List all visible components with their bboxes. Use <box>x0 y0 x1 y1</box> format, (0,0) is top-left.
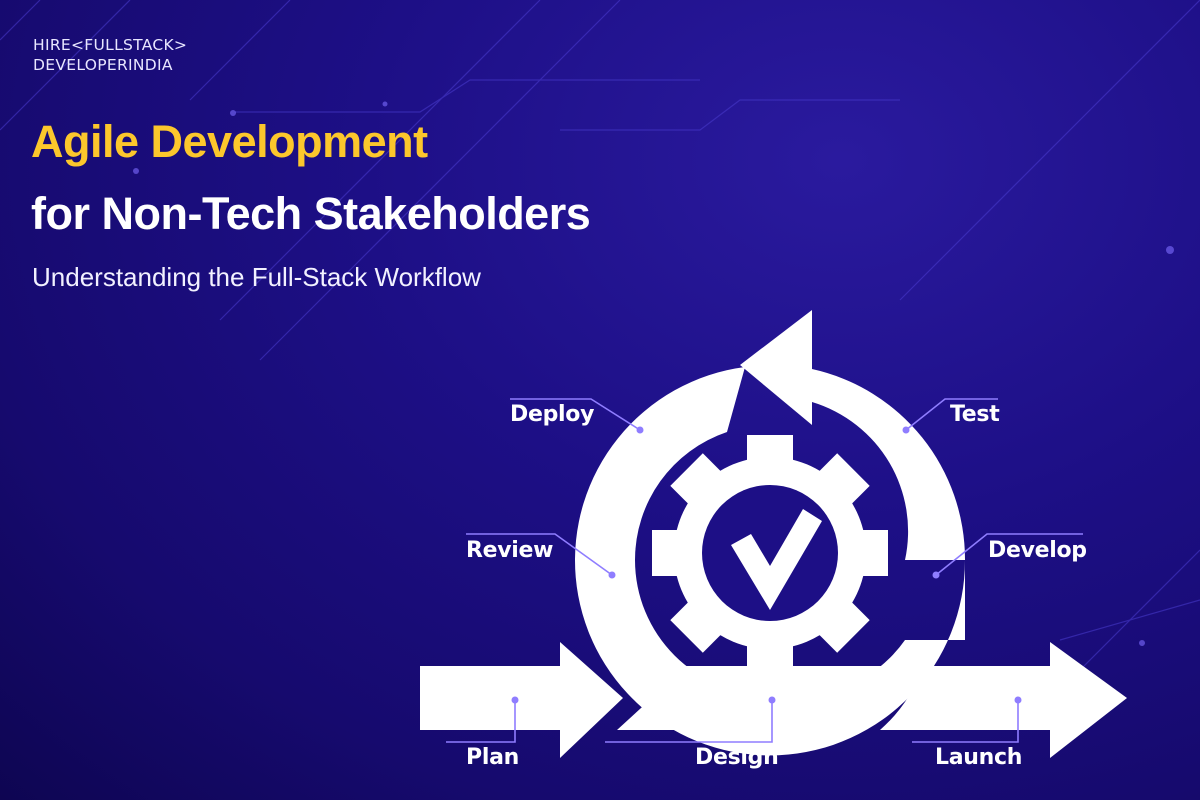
stage-label-plan: Plan <box>466 745 519 770</box>
brand-line-2: DEVELOPERINDIA <box>33 56 173 74</box>
bottom-flow-arrows <box>420 642 1127 758</box>
stage-label-review: Review <box>466 538 554 563</box>
stage-label-deploy: Deploy <box>510 402 595 427</box>
design-arrow-icon <box>617 666 905 734</box>
checkmark-icon <box>731 509 822 610</box>
plan-arrow-icon <box>420 642 623 758</box>
stage-label-develop: Develop <box>988 538 1087 563</box>
page-subtitle: Understanding the Full-Stack Workflow <box>32 262 481 292</box>
brand-line-1: HIRE<FULLSTACK> <box>33 36 188 54</box>
brand-logo: HIRE<FULLSTACK> DEVELOPERINDIA <box>33 35 187 75</box>
stage-label-design: Design <box>695 745 779 770</box>
stage-label-launch: Launch <box>935 745 1023 770</box>
launch-arrow-icon <box>880 642 1127 758</box>
page-title-line-1: Agile Development <box>31 116 428 167</box>
cycle-loop-arrow-icon <box>575 310 966 756</box>
page-title-line-2: for Non-Tech Stakeholders <box>31 188 591 239</box>
stage-label-test: Test <box>950 402 1000 427</box>
gear-with-checkmark-icon <box>652 435 888 671</box>
